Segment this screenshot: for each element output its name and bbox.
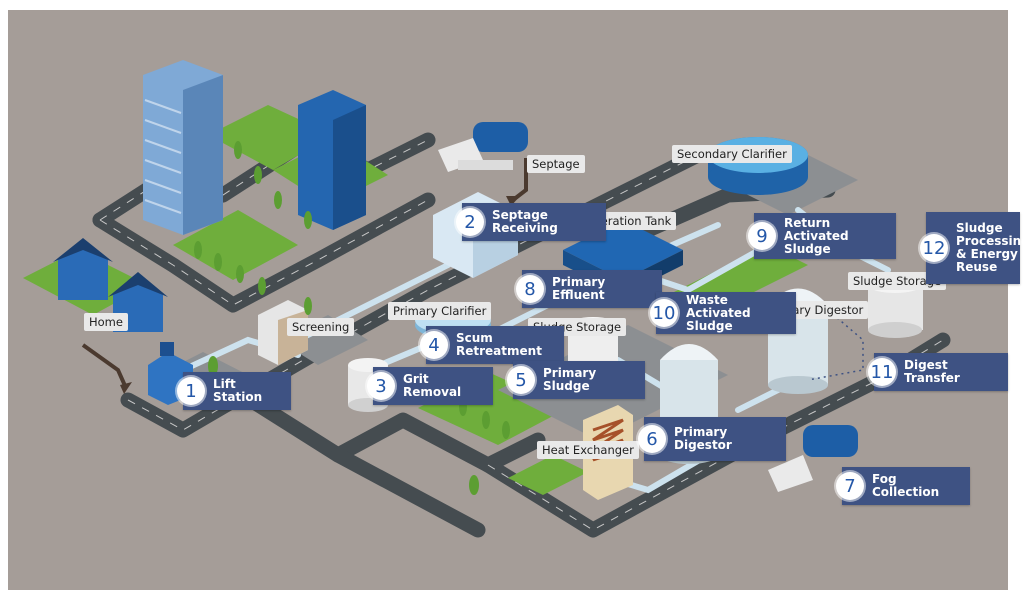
step-digest-transfer[interactable]: 11 Digest Transfer [868,353,1008,391]
step-label: Waste Activated Sludge [686,292,751,333]
tag-sludge-storage-2: Sludge Storage [848,272,947,290]
step-label: Scum Retreatment [456,331,542,358]
step-primary-sludge[interactable]: 5 Primary Sludge [507,361,645,399]
step-label: Primary Digestor [674,425,732,452]
step-number: 2 [456,208,484,236]
step-number: 9 [748,222,776,250]
plant-illustration [8,10,1008,590]
step-number: 10 [650,299,678,327]
dotted-route [807,309,864,381]
step-number: 4 [420,331,448,359]
tag-secondary-clarifier: Secondary Clarifier [672,145,792,163]
trees [194,141,510,495]
step-number: 3 [367,372,395,400]
step-label: Digest Transfer [904,358,960,385]
tall-building-left [143,60,223,235]
step-lift-station[interactable]: 1 Lift Station [177,372,291,410]
step-number: 5 [507,366,535,394]
step-label: Return Activated Sludge [784,215,849,256]
step-number: 1 [177,377,205,405]
step-label: Primary Sludge [543,366,597,393]
tag-screening: Screening [287,318,355,336]
tag-septage: Septage [527,155,585,173]
step-sludge-processing-energy-reuse[interactable]: 12 Sludge Processing & Energy Reuse [920,212,1023,284]
step-return-activated-sludge[interactable]: 9 Return Activated Sludge [748,213,896,259]
tag-home: Home [84,313,128,331]
step-waste-activated-sludge[interactable]: 10 Waste Activated Sludge [650,292,796,334]
septage-truck [438,122,528,172]
step-primary-effluent[interactable]: 8 Primary Effluent [516,270,662,308]
step-number: 6 [638,425,666,453]
step-number: 7 [836,472,864,500]
tag-aeration-tank: Aeration Tank [588,212,677,230]
step-fog-collection[interactable]: 7 Fog Collection [836,467,970,505]
step-label: Sludge Processing & Energy Reuse [956,221,1023,274]
step-label: Fog Collection [872,472,940,499]
tall-building-right [298,90,366,230]
screening-building [258,300,308,365]
tag-primary-clarifier: Primary Clarifier [388,302,492,320]
step-number: 11 [868,358,896,386]
step-number: 8 [516,275,544,303]
fog-truck [768,425,858,492]
tag-heat-exchanger: Heat Exchanger [537,441,639,459]
step-primary-digestor[interactable]: 6 Primary Digestor [638,417,786,461]
step-label: Lift Station [213,377,263,404]
step-septage-receiving[interactable]: 2 Septage Receiving [456,203,606,241]
step-label: Grit Removal [403,372,462,399]
step-label: Primary Effluent [552,275,606,302]
step-grit-removal[interactable]: 3 Grit Removal [367,367,493,405]
step-scum-retreatment[interactable]: 4 Scum Retreatment [420,326,564,364]
step-label: Septage Receiving [492,208,558,235]
step-number: 12 [920,234,948,262]
